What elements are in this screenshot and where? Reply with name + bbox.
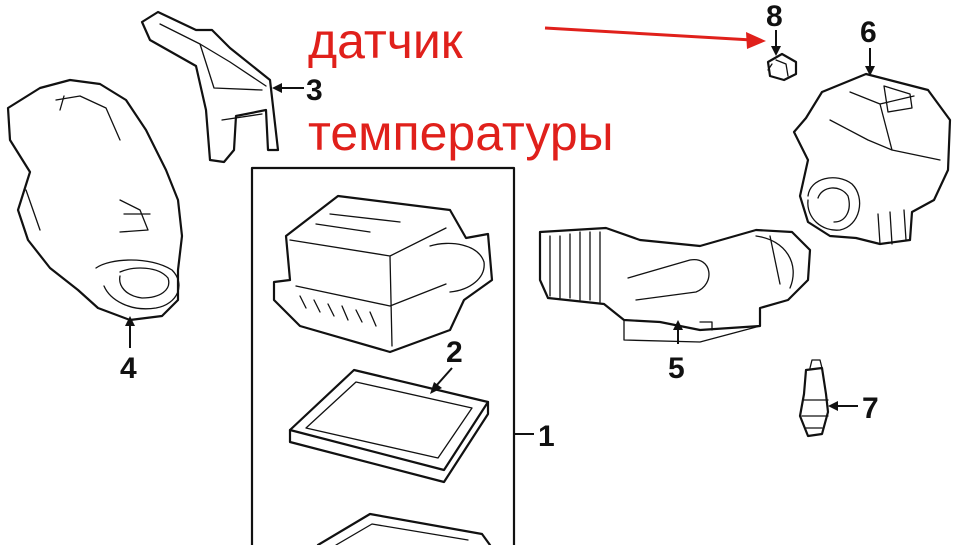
lower-filter [316, 512, 492, 545]
leader-lines [125, 30, 875, 435]
part-6-housing [792, 72, 952, 246]
callout-8: 8 [766, 0, 783, 33]
callout-7: 7 [862, 392, 879, 425]
callout-6: 6 [860, 16, 877, 49]
part-4-air-duct [6, 78, 184, 322]
callout-3: 3 [306, 74, 323, 107]
callout-4: 4 [120, 352, 137, 385]
part-8-temp-sensor [766, 52, 798, 82]
callout-1: 1 [538, 420, 555, 453]
callout-5: 5 [668, 352, 685, 385]
part-3-bracket [140, 10, 280, 164]
annotation-line-1: датчик [308, 13, 464, 69]
callout-2: 2 [446, 336, 463, 369]
annotation-arrow [544, 26, 766, 49]
filter-housing-lid [272, 194, 494, 354]
part-7-sensor [798, 359, 830, 438]
annotation-line-2: температуры [308, 105, 614, 161]
part-1-box [250, 166, 516, 545]
part-2-filter [288, 368, 490, 484]
part-5-intake-hose [538, 226, 812, 343]
